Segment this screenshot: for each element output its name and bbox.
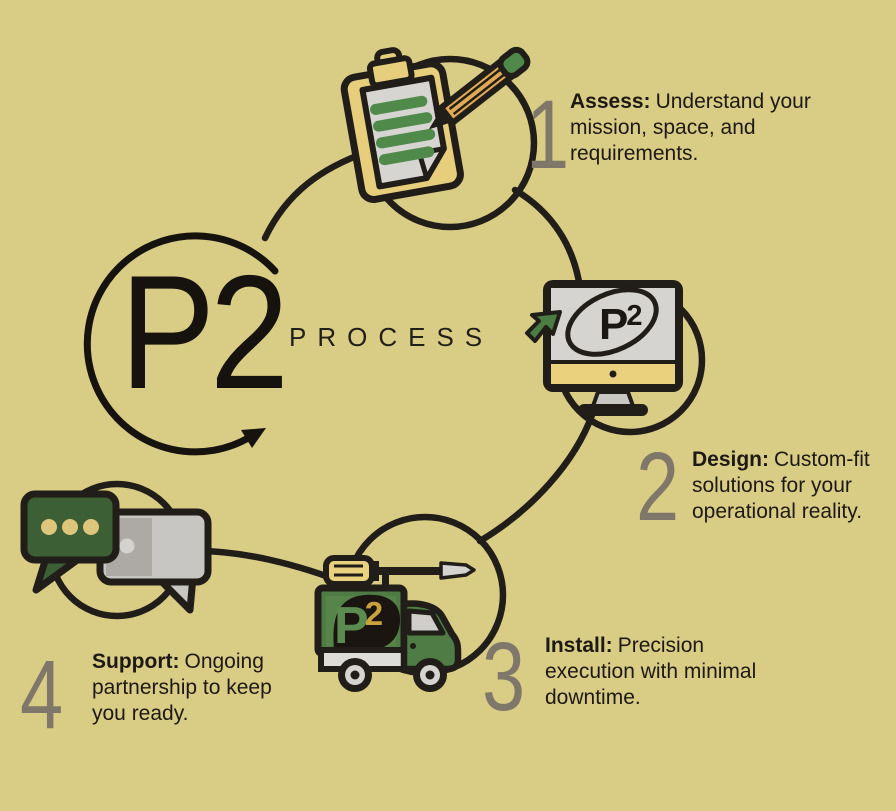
step1-label: Assess: [570, 90, 651, 113]
monitor-stand-neck [590, 390, 636, 408]
cursor-icon [525, 310, 562, 343]
connector-logo-to-step1 [261, 148, 371, 242]
connector-step2-to-step3 [476, 411, 596, 545]
connector-step1-to-step2 [511, 186, 584, 292]
paper-text-lines [370, 95, 436, 166]
step2-description: Custom-fit solutions for your operationa… [692, 448, 870, 523]
step1-number: 1 [526, 80, 570, 189]
clipboard-clip [366, 55, 415, 89]
pencil-icon [428, 46, 531, 130]
step4-label: Support: [92, 650, 180, 673]
screwdriver-collar [369, 561, 379, 581]
green-chat-bubble [20, 490, 120, 594]
step1-description: Understand your mission, space, and requ… [570, 90, 811, 165]
monitor-cursor-icon [525, 280, 683, 416]
step4-description: Ongoing partnership to keep you ready. [92, 650, 272, 725]
truck-windshield [406, 608, 446, 636]
logo-arrowhead [241, 428, 266, 448]
logo-circle-arrow [83, 232, 279, 456]
step4-number: 4 [20, 640, 64, 749]
gray-bubble-dot [119, 538, 135, 554]
screwdriver-shaft [378, 567, 442, 575]
clipboard-pencil-icon [340, 46, 531, 203]
step3-text: Install:Precision execution with minimal… [545, 633, 783, 711]
pencil-tip [428, 106, 455, 130]
monitor-p2-logo: P2 [599, 300, 643, 349]
truck-p2-logo: P2 [334, 595, 384, 655]
step3-label: Install: [545, 634, 613, 657]
screwdriver-icon [323, 555, 476, 594]
truck-logo-swoosh [333, 594, 401, 651]
screwdriver-handle [323, 555, 375, 587]
pencil-eraser [497, 46, 531, 79]
step4-text: Support:Ongoing partnership to keep you … [92, 649, 284, 727]
step2-label: Design: [692, 448, 770, 471]
delivery-truck-icon [314, 555, 476, 692]
chat-bubbles-icon [20, 490, 212, 614]
step3-description: Precision execution with minimal downtim… [545, 634, 757, 709]
logo-p2-mark: P2 [120, 242, 289, 423]
step2-text: Design:Custom-fit solutions for your ope… [692, 447, 890, 525]
logo-circle-arc [83, 232, 279, 456]
step3-number: 3 [482, 622, 526, 731]
p2-ellipse-badge [565, 287, 659, 357]
screwdriver-blade [439, 561, 476, 580]
step2-number: 2 [636, 432, 680, 541]
truck-wheels [338, 658, 447, 692]
logo-process-word: PROCESS [289, 322, 494, 352]
truck-door-handle [410, 643, 416, 649]
monitor-stand-base [578, 404, 648, 416]
typing-dots [41, 519, 99, 535]
step1-text: Assess:Understand your mission, space, a… [570, 89, 842, 167]
monitor-chin-dot [609, 370, 617, 378]
